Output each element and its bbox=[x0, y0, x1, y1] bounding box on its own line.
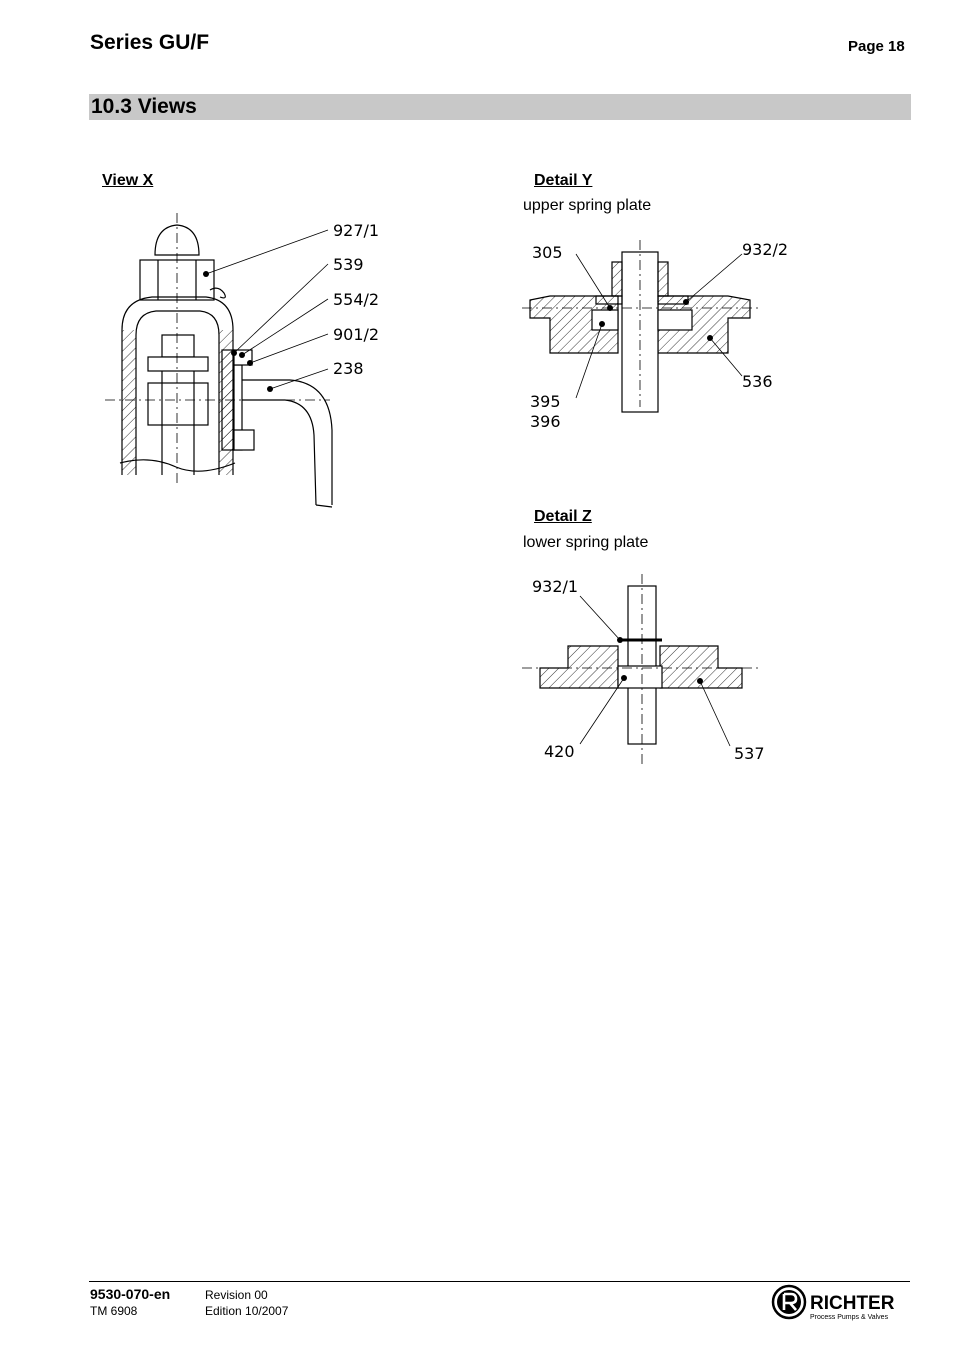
callout-901-2: 901/2 bbox=[333, 325, 379, 344]
callout-537: 537 bbox=[734, 744, 765, 763]
detail-y-title: Detail Y bbox=[534, 172, 593, 189]
callout-238: 238 bbox=[333, 359, 364, 378]
page-number: Page 18 bbox=[848, 38, 905, 55]
callout-536: 536 bbox=[742, 372, 773, 391]
callout-539: 539 bbox=[333, 255, 364, 274]
view-x-title: View X bbox=[102, 172, 154, 189]
callout-932-2: 932/2 bbox=[742, 240, 788, 259]
callout-395: 395 bbox=[530, 392, 561, 411]
tm-number: TM 6908 bbox=[90, 1304, 138, 1318]
callout-932-1: 932/1 bbox=[532, 577, 578, 596]
detail-y-drawing: 305 932/2 536 395 396 bbox=[522, 240, 788, 431]
revision: Revision 00 bbox=[205, 1288, 268, 1302]
callout-554-2: 554/2 bbox=[333, 290, 379, 309]
view-x-drawing: 927/1 539 554/2 901/2 238 bbox=[105, 213, 379, 508]
callout-305: 305 bbox=[532, 243, 563, 262]
logo-tagline: Process Pumps & Valves bbox=[810, 1314, 889, 1321]
edition: Edition 10/2007 bbox=[205, 1304, 289, 1318]
richter-logo: RICHTER Process Pumps & Valves bbox=[771, 1284, 895, 1321]
callout-927-1: 927/1 bbox=[333, 221, 379, 240]
logo-ring-icon bbox=[771, 1284, 807, 1320]
detail-z-subtitle: lower spring plate bbox=[523, 534, 649, 551]
section-header-bar bbox=[89, 94, 911, 120]
logo-wordmark: RICHTER bbox=[810, 1293, 895, 1314]
doc-number: 9530-070-en bbox=[90, 1286, 171, 1302]
detail-z-title: Detail Z bbox=[534, 508, 592, 525]
footer-rule bbox=[89, 1281, 910, 1282]
detail-y-subtitle: upper spring plate bbox=[523, 197, 652, 214]
section-title: 10.3 Views bbox=[91, 95, 197, 118]
callout-396: 396 bbox=[530, 412, 561, 431]
detail-z-drawing: 932/1 420 537 bbox=[522, 574, 765, 766]
callout-420: 420 bbox=[544, 742, 575, 761]
series-title: Series GU/F bbox=[90, 31, 210, 54]
